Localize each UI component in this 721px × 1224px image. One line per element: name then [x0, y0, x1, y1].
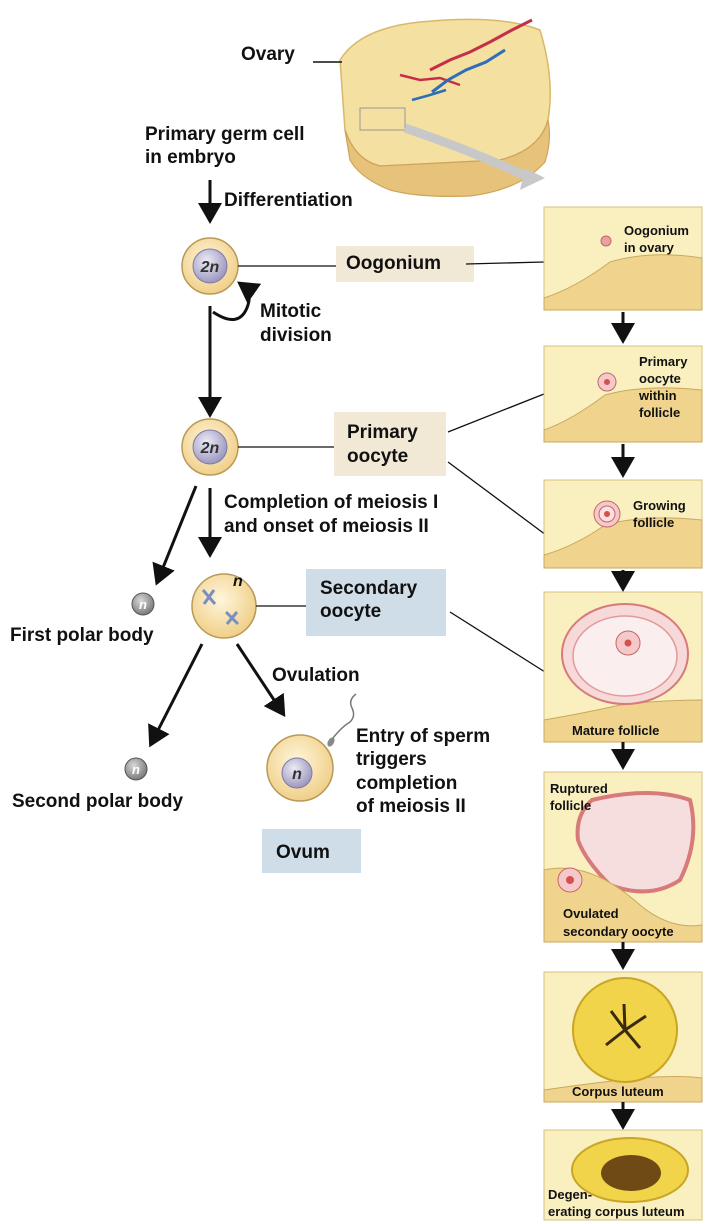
panel1-label-2: in ovary [624, 240, 675, 255]
meiosis-label-1: Completion of meiosis I [224, 492, 438, 513]
svg-text:Mitotic division: Mitotic division [260, 301, 332, 346]
secondary-oocyte-ploidy: n [233, 573, 243, 590]
secondary-oocyte-box-label-2: oocyte [320, 601, 381, 622]
first-polar-body-cell: n [132, 593, 154, 615]
second-polar-ploidy: n [132, 762, 140, 777]
primary-germ-cell-label-2: in embryo [145, 147, 236, 168]
panel5-bottom-label-1: Ovulated [563, 906, 619, 921]
primary-oocyte-box-label-1: Primary [347, 422, 418, 443]
panel2-label-4: follicle [639, 405, 680, 420]
panel3-label-1: Growing [633, 498, 686, 513]
primary-oocyte-box-label-2: oocyte [347, 446, 408, 467]
panel-growing-follicle: Growing follicle [544, 480, 702, 568]
sperm-icon [330, 694, 356, 742]
primary-oocyte-cell: 2n [182, 419, 238, 475]
svg-text:Completion of meiosis I an: Completion of meiosis I and onset of mei… [224, 492, 444, 537]
svg-text:Entry of sperm triggers: Entry of sperm triggers completion of me… [356, 726, 495, 817]
oogonium-cell: 2n [182, 238, 238, 294]
panel-corpus-luteum: Corpus luteum [544, 972, 702, 1102]
sperm-label-4: of meiosis II [356, 796, 466, 817]
panel3-label-2: follicle [633, 515, 674, 530]
sperm-label-2: triggers [356, 749, 427, 770]
primary-oocyte-ploidy: 2n [200, 440, 220, 457]
panel4-label: Mature follicle [572, 723, 659, 738]
ovum-box-label: Ovum [276, 842, 330, 863]
meiosis-label-2: and onset of meiosis II [224, 516, 429, 537]
panel6-label: Corpus luteum [572, 1084, 664, 1099]
first-polar-body-label: First polar body [10, 625, 154, 646]
panel2-label-2: oocyte [639, 371, 681, 386]
panel-degenerating-corpus-luteum: Degen- erating corpus luteum [544, 1130, 702, 1220]
panel5-top-label-1: Ruptured [550, 781, 608, 796]
panel1-label-1: Oogonium [624, 223, 689, 238]
mitotic-label-2: division [260, 325, 332, 346]
panel2-label-1: Primary [639, 354, 688, 369]
panel-ovulation: Ruptured follicle Ovulated secondary ooc… [544, 772, 702, 942]
panel7-label-2: erating corpus luteum [548, 1204, 685, 1219]
panel5-bottom-label-2: secondary oocyte [563, 924, 674, 939]
oogonium-ploidy: 2n [200, 259, 220, 276]
first-polar-ploidy: n [139, 597, 147, 612]
secondary-oocyte-cell: n [192, 573, 256, 638]
panel-oogonium: Oogonium in ovary [544, 207, 702, 310]
panel7-label-1: Degen- [548, 1187, 592, 1202]
sperm-label-3: completion [356, 773, 457, 794]
primary-germ-cell-label: Primary germ cell [145, 124, 304, 145]
differentiation-label: Differentiation [224, 190, 353, 211]
ovary-label: Ovary [241, 44, 295, 65]
panel2-label-3: within [638, 388, 677, 403]
ovum-ploidy: n [292, 766, 302, 783]
panel5-top-label-2: follicle [550, 798, 591, 813]
mitotic-label-1: Mitotic [260, 301, 322, 322]
panel-primary-oocyte: Primary oocyte within follicle [544, 346, 702, 442]
panel-mature-follicle: Mature follicle [544, 592, 702, 742]
oogonium-box-label: Oogonium [346, 253, 441, 274]
ovulation-label: Ovulation [272, 665, 360, 686]
secondary-oocyte-box-label-1: Secondary [320, 578, 418, 599]
svg-text:Primary germ cell in embry: Primary germ cell in embryo [145, 124, 310, 168]
second-polar-body-cell: n [125, 758, 147, 780]
sperm-label-1: Entry of sperm [356, 726, 490, 747]
second-polar-body-label: Second polar body [12, 791, 183, 812]
